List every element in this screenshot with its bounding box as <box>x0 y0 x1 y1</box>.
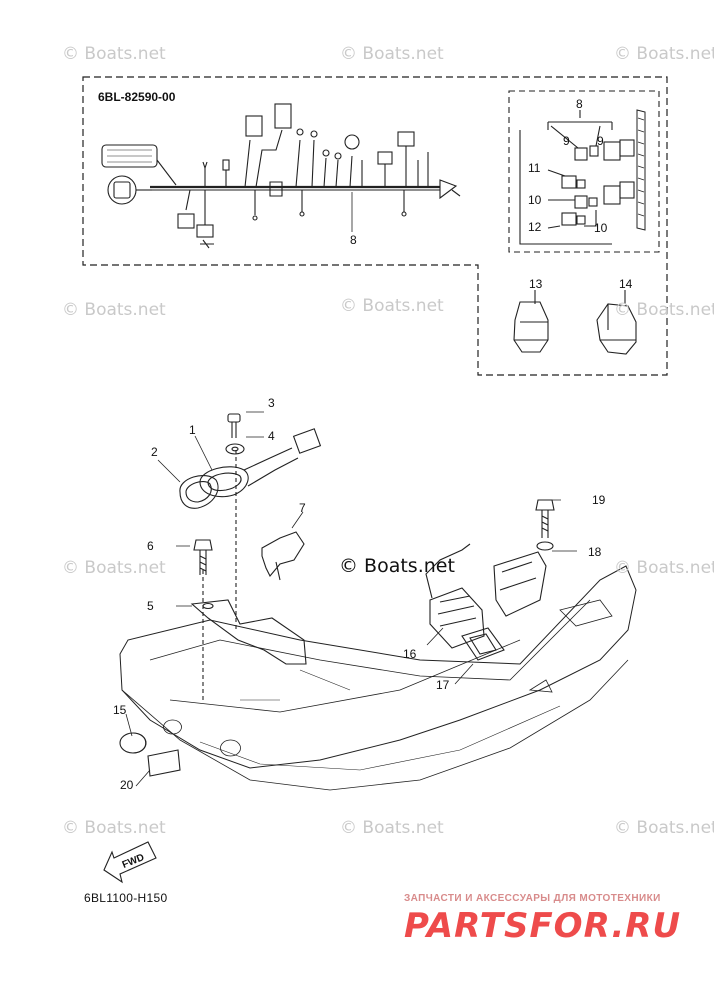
wire-harness-8 <box>101 103 461 249</box>
callout-9-right: 9 <box>597 134 604 148</box>
watermark: © Boats.net <box>614 44 714 64</box>
bolt-3 <box>227 413 241 438</box>
callout-11: 11 <box>528 161 541 175</box>
label-20 <box>147 749 181 777</box>
callout-17: 17 <box>436 678 450 692</box>
callout-9-left: 9 <box>563 134 570 148</box>
callout-19: 19 <box>592 493 606 507</box>
callout-15: 15 <box>113 703 127 717</box>
bracket-5 <box>190 450 307 700</box>
callout-4: 4 <box>268 429 275 443</box>
washer-4 <box>225 443 245 455</box>
callout-16: 16 <box>403 647 417 661</box>
connector-subbox <box>508 90 660 253</box>
kit-part-number: 6BL-82590-00 <box>98 90 176 104</box>
watermark: © Boats.net <box>340 818 444 838</box>
clamp-14 <box>596 290 637 355</box>
footer-tagline: ЗАПЧАСТИ И АКСЕССУАРЫ ДЛЯ МОТОТЕХНИКИ <box>404 893 661 904</box>
callout-7: 7 <box>299 501 306 515</box>
callout-18: 18 <box>588 545 602 559</box>
watermark: © Boats.net <box>62 44 166 64</box>
callout-8-panel: 8 <box>576 97 583 111</box>
grommet-1 <box>199 428 322 498</box>
module-16 <box>425 543 485 649</box>
footer-brand-logo: PARTSFOR.RU <box>404 906 682 946</box>
callout-8-harness: 8 <box>350 233 357 247</box>
bottom-cowling <box>119 565 637 791</box>
bolt-19 <box>535 499 555 551</box>
callout-14: 14 <box>619 277 633 291</box>
callout-6: 6 <box>147 539 154 553</box>
callout-13: 13 <box>529 277 543 291</box>
watermark: © Boats.net <box>614 558 714 578</box>
watermark: © Boats.net <box>614 300 714 320</box>
watermark: © Boats.net <box>340 44 444 64</box>
figure-code: 6BL1100-H150 <box>84 891 168 905</box>
callout-10-left: 10 <box>528 193 542 207</box>
bolt-6 <box>193 539 213 575</box>
connector-panel <box>519 109 646 245</box>
watermark: © Boats.net <box>614 818 714 838</box>
callout-1: 1 <box>189 423 196 437</box>
kit-dashed-border <box>82 76 668 376</box>
watermark: © Boats.net <box>62 558 166 578</box>
watermark: © Boats.net <box>62 300 166 320</box>
clamp-13 <box>513 290 549 353</box>
cap-15 <box>119 732 147 754</box>
callout-2: 2 <box>151 445 158 459</box>
clip-7 <box>261 531 305 581</box>
fwd-arrow-icon <box>103 841 157 884</box>
watermark: © Boats.net <box>62 818 166 838</box>
callout-5: 5 <box>147 599 154 613</box>
callout-20: 20 <box>120 778 134 792</box>
callout-3: 3 <box>268 396 275 410</box>
center-watermark: © Boats.net <box>339 555 455 577</box>
callout-12: 12 <box>528 220 542 234</box>
watermark: © Boats.net <box>340 296 444 316</box>
bracket-18 <box>493 551 547 617</box>
seal-2 <box>179 475 219 509</box>
callout-10-right: 10 <box>594 221 608 235</box>
